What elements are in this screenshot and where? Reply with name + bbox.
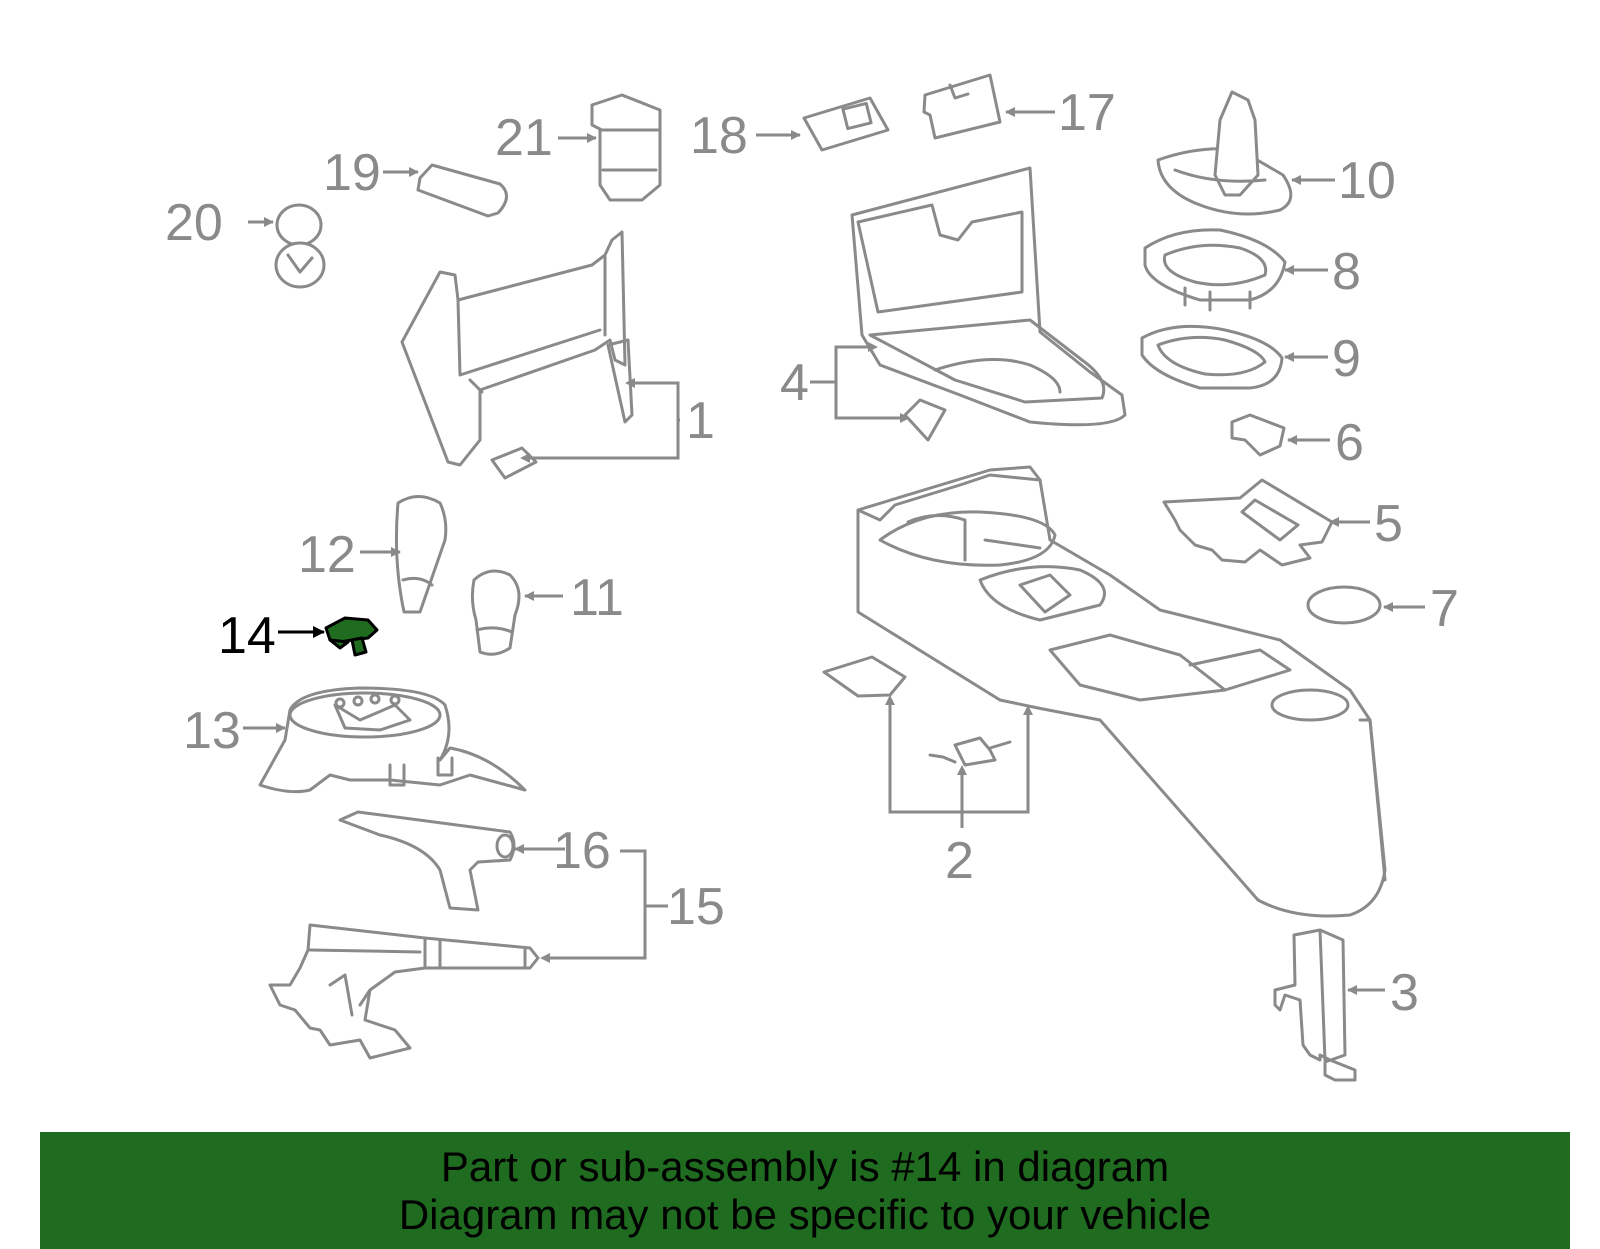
part-21-switch: [590, 93, 662, 202]
part-4-console-tray: [850, 166, 1127, 442]
part-20-plug: [274, 203, 326, 289]
parts-diagram: 20 19 21 18 17 10 8 9 6 5 7 3 1 4 2 12 1…: [165, 73, 1459, 1082]
callout-11: 11: [570, 569, 624, 627]
part-11-knob: [470, 569, 521, 656]
part-7-ring: [1306, 585, 1382, 625]
part-13-shift-bezel: [258, 686, 527, 794]
callout-17: 17: [1058, 84, 1116, 142]
callout-18: 18: [690, 107, 748, 165]
callout-labels: 20 19 21 18 17 10 8 9 6 5 7 3 1 4 2 12 1…: [165, 84, 1459, 1022]
callout-5: 5: [1374, 495, 1403, 553]
callout-14: 14: [218, 607, 276, 665]
leader-lines: [243, 107, 1425, 995]
callout-10: 10: [1338, 152, 1396, 210]
callout-7: 7: [1430, 580, 1459, 638]
callout-15: 15: [667, 878, 725, 936]
part-10-boot: [1156, 90, 1293, 216]
part-3-bracket: [1273, 928, 1357, 1082]
callout-13: 13: [183, 702, 241, 760]
part-6-clip: [1230, 413, 1286, 457]
part-9-gasket: [1140, 324, 1284, 390]
part-1-bracket: [400, 230, 634, 480]
part-14-highlighted: [324, 616, 379, 657]
callout-20: 20: [165, 194, 223, 252]
banner-line-1: Part or sub-assembly is #14 in diagram: [440, 1142, 1170, 1190]
callout-4: 4: [780, 354, 809, 412]
part-17-plate: [922, 73, 1002, 140]
callout-6: 6: [1335, 414, 1364, 472]
part-18-plate: [802, 96, 890, 152]
callout-9: 9: [1332, 330, 1361, 388]
callout-21: 21: [495, 109, 553, 167]
part-2-pad: [822, 655, 1012, 767]
callout-1: 1: [686, 392, 715, 450]
center-console-body: [856, 465, 1387, 918]
callout-12: 12: [298, 526, 356, 584]
part-8-bezel: [1143, 228, 1287, 312]
callout-3: 3: [1390, 964, 1419, 1022]
callout-19: 19: [323, 144, 381, 202]
part-19-pin: [416, 163, 508, 218]
part-16-trim: [338, 810, 516, 912]
part-5-trim-panel: [1162, 478, 1334, 567]
banner-line-2: Diagram may not be specific to your vehi…: [398, 1190, 1212, 1238]
callout-16: 16: [553, 822, 611, 880]
part-12-shift-knob: [394, 495, 448, 614]
callout-8: 8: [1332, 243, 1361, 301]
callout-2: 2: [945, 832, 974, 890]
part-15-handle-assembly: [268, 923, 540, 1060]
info-banner: Part or sub-assembly is #14 in diagram D…: [40, 1132, 1570, 1249]
